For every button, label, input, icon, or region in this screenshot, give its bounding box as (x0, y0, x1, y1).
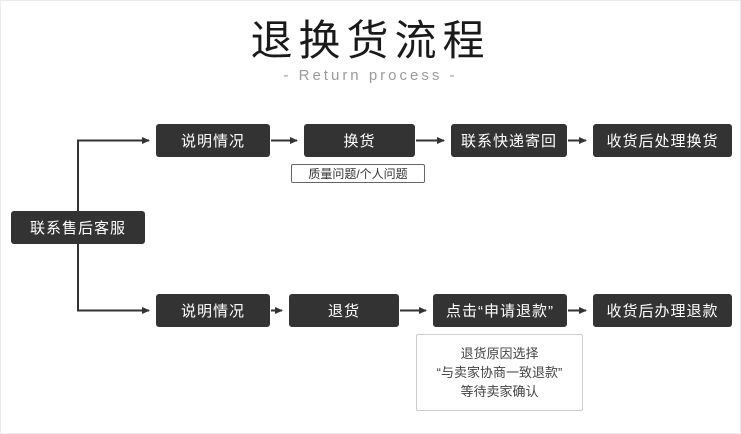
flow-step-exchange-courier-return: 联系快递寄回 (451, 124, 567, 157)
flow-step-exchange-process-after-receipt: 收货后处理换货 (593, 124, 732, 157)
refund-note-line-1: 退货原因选择 (460, 346, 539, 361)
branch-down-arrow (77, 244, 150, 314)
flow-step-contact-support: 联系售后客服 (11, 211, 145, 244)
branch-up-arrow (77, 137, 150, 211)
refund-note-line-2: “与卖家协商一致退款” (436, 365, 563, 380)
flow-step-refund-explain: 说明情况 (156, 294, 270, 327)
flow-step-exchange-goods: 换货 (304, 124, 415, 157)
refund-note-line-3: 等待卖家确认 (460, 384, 539, 399)
flow-step-refund-goods: 退货 (289, 294, 399, 327)
refund-reason-note: 退货原因选择 “与卖家协商一致退款” 等待卖家确认 (416, 334, 583, 411)
exchange-reason-note: 质量问题/个人问题 (291, 164, 425, 183)
page-subtitle: - Return process - (283, 67, 458, 84)
page-title: 退换货流程 (250, 17, 491, 64)
flow-step-refund-process-after-receipt: 收货后办理退款 (593, 294, 732, 327)
flow-step-refund-click-apply: 点击“申请退款” (433, 294, 567, 327)
flow-step-exchange-explain: 说明情况 (156, 124, 270, 157)
